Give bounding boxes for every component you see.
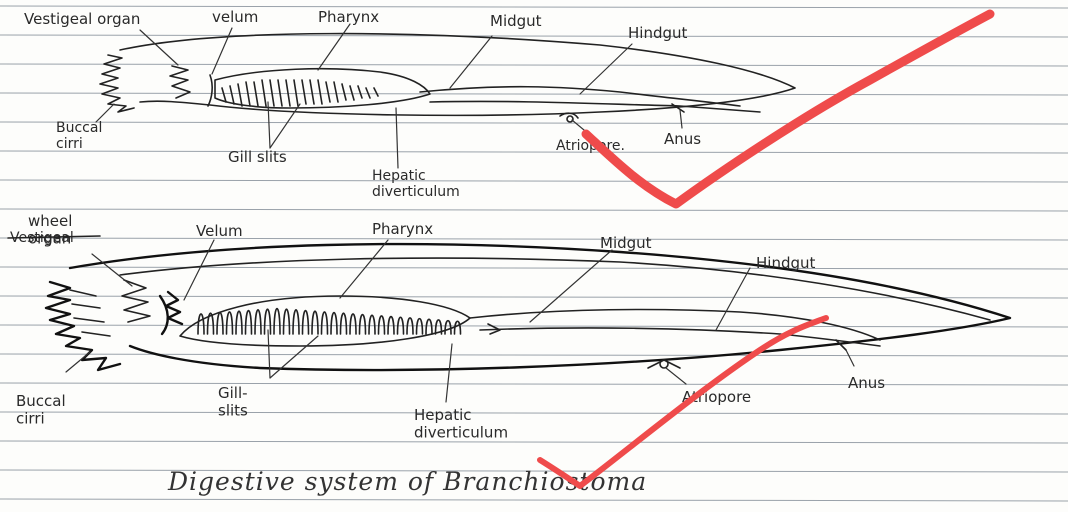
label-velum-top: velum [212, 8, 258, 26]
ruled-line [0, 6, 1068, 8]
ruled-line [0, 267, 1068, 269]
label-midgut-top: Midgut [490, 12, 542, 30]
ruled-line [0, 499, 1068, 501]
ruled-line [0, 122, 1068, 124]
label-midgut-bottom: Midgut [600, 234, 652, 252]
ruled-line [0, 180, 1068, 182]
ruled-line [0, 383, 1068, 385]
bottom-amphioxus-drawing [46, 244, 1010, 370]
label-gill-slits-bottom: Gill-slits [218, 384, 248, 419]
ruled-line [0, 209, 1068, 211]
ruled-lines [0, 6, 1068, 501]
label-buccal-cirri-top: Buccalcirri [56, 120, 102, 152]
ruled-line [0, 35, 1068, 37]
label-velum-bottom: Velum [196, 222, 243, 240]
label-buccal-cirri-bottom: Buccalcirri [16, 392, 66, 427]
ruled-line [0, 325, 1068, 327]
label-anus-top: Anus [664, 130, 701, 148]
bottom-pointer-lines [66, 240, 854, 402]
label-hepatic-diverticulum-bottom: Hepaticdiverticulum [414, 406, 508, 441]
label-hindgut-top: Hindgut [628, 24, 688, 42]
ruled-line [0, 238, 1068, 240]
top-amphioxus-drawing [100, 34, 795, 122]
ruled-line [0, 64, 1068, 66]
ruled-line [0, 151, 1068, 153]
ruled-line [0, 441, 1068, 443]
label-pharynx-bottom: Pharynx [372, 220, 433, 238]
ruled-line [0, 93, 1068, 95]
label-vestigeal-organ-top: Vestigeal organ [24, 10, 140, 28]
label-gill-slits-top: Gill slits [228, 148, 287, 166]
label-hindgut-bottom: Hindgut [756, 254, 816, 272]
label-pharynx-top: Pharynx [318, 8, 379, 26]
ruled-line [0, 412, 1068, 414]
label-hepatic-diverticulum-top: Hepaticdiverticulum [372, 168, 460, 200]
label-anus-bottom: Anus [848, 374, 885, 392]
